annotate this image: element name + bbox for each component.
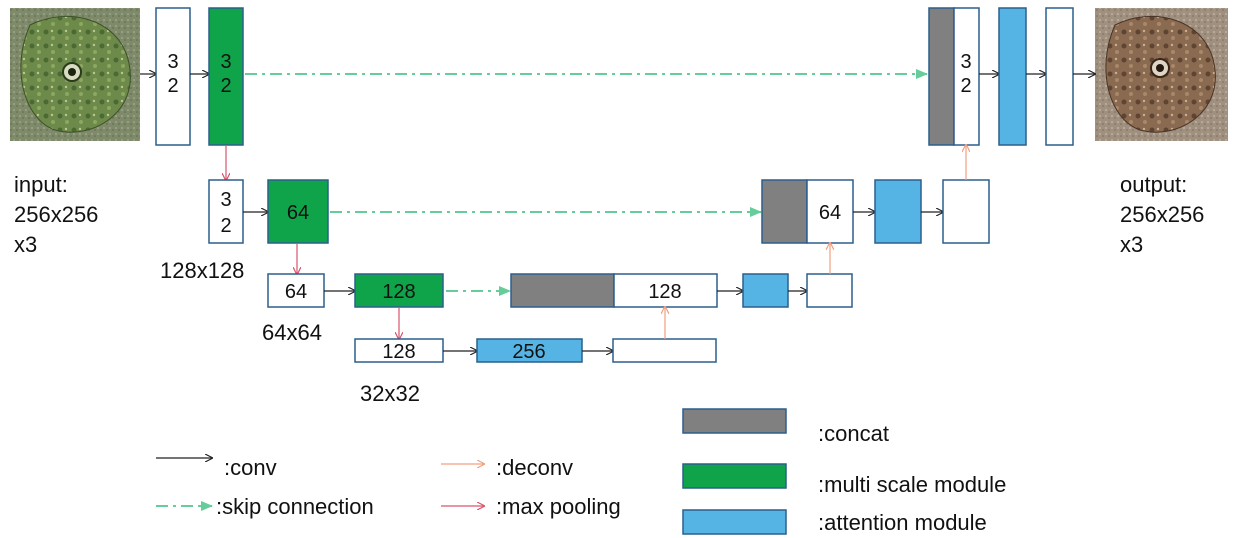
dec3-conv-block (806, 273, 853, 308)
enc1-conv-label-top: 3 (167, 51, 178, 73)
enc3-ms-label: 128 (382, 281, 415, 303)
enc2-conv-label-top: 3 (220, 189, 231, 211)
dec1-conv-block (1045, 7, 1074, 146)
dec2-label: 64 (819, 202, 841, 224)
legend-concat-label: :concat (818, 421, 889, 446)
resolution-128: 128x128 (160, 258, 244, 283)
dec1-label-top: 3 (960, 51, 971, 73)
legend-skip-label: :skip connection (216, 494, 374, 519)
bottleneck-label: 256 (512, 341, 545, 363)
dec2-attention-block (874, 179, 922, 244)
enc1-ms-label-top: 3 (220, 51, 231, 73)
legend-deconv-label: :deconv (496, 455, 573, 480)
dec3-attention-block (742, 273, 789, 308)
dec1-attention-block (998, 7, 1027, 146)
enc1-ms-label-bottom: 2 (220, 75, 231, 97)
output-label: output: 256x256 x3 (1120, 170, 1204, 260)
legend-multi-scale-label: :multi scale module (818, 472, 1006, 497)
enc2-multi-scale-block (267, 179, 329, 244)
input-channels: x3 (14, 232, 38, 257)
enc1-multi-scale-block (208, 7, 244, 146)
dec2-concat-block (761, 179, 808, 244)
enc3-conv-label: 64 (285, 281, 307, 303)
dec3-plain-block (613, 273, 718, 308)
dec2-conv-block (942, 179, 990, 244)
enc4-conv-label: 128 (382, 341, 415, 363)
enc2-conv-label-bottom: 2 (220, 215, 231, 237)
input-label: input: 256x256 x3 (14, 170, 98, 260)
output-size: 256x256 (1120, 202, 1205, 227)
input-size: 256x256 (14, 202, 99, 227)
legend-attention-swatch (682, 509, 787, 535)
dec1-plain-block (953, 7, 980, 146)
input-image (10, 8, 140, 141)
resolution-64: 64x64 (262, 320, 322, 345)
legend: :conv :skip connection :deconv :max pool… (156, 408, 1006, 535)
legend-concat-swatch (682, 408, 787, 434)
legend-multi-scale-swatch (682, 463, 787, 489)
enc3-conv-block (267, 273, 325, 308)
resolution-32: 32x32 (360, 381, 420, 406)
dec3-label: 128 (648, 281, 681, 303)
enc1-conv-block (155, 7, 191, 146)
input-title: input: (14, 172, 68, 197)
output-image (1095, 8, 1228, 141)
enc1-conv-label-bottom: 2 (167, 75, 178, 97)
legend-pool-label: :max pooling (496, 494, 621, 519)
output-channels: x3 (1120, 232, 1144, 257)
enc3-multi-scale-block (354, 273, 444, 308)
enc2-ms-label: 64 (287, 202, 309, 224)
dec3-concat-block (510, 273, 615, 308)
dec1-label-bottom: 2 (960, 75, 971, 97)
dec1-concat-block (928, 7, 955, 146)
output-title: output: (1120, 172, 1188, 197)
legend-conv-label: :conv (224, 455, 277, 480)
dec4-conv-block (612, 338, 717, 363)
legend-attention-label: :attention module (818, 510, 987, 535)
